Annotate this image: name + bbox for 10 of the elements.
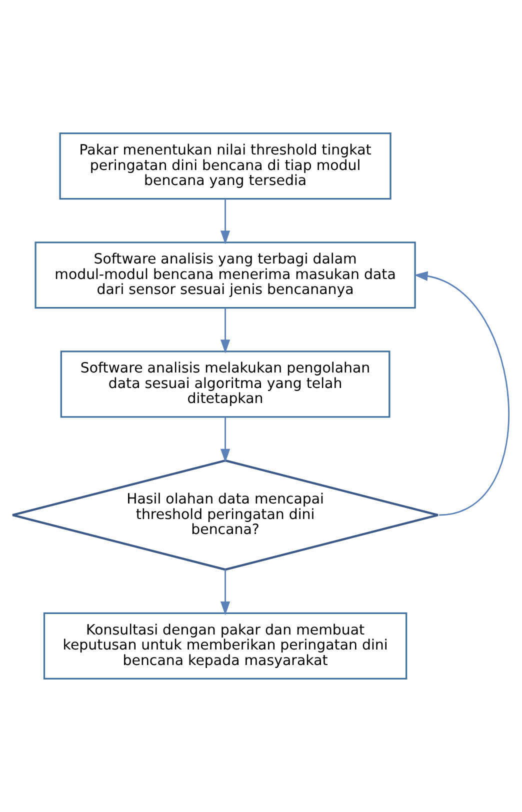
node-box: Konsultasi dengan pakar dan membuat keputusan untuk memberikan peringatan dini bencana kepada masyarakat <box>43 612 408 680</box>
node-box: Software analisis yang terbagi dalam modul-modul bencana menerima masukan data dari sensor sesuai jenis bencananya <box>34 242 416 309</box>
node-box: Pakar menentukan nilai threshold tingkat peringatan dini bencana di tiap modul bencana yang tersedia <box>59 132 392 200</box>
arrow <box>220 308 230 354</box>
arrow <box>220 198 230 244</box>
arrow <box>414 271 510 516</box>
arrow <box>220 417 230 463</box>
node-box: Software analisis melakukan pengolahan data sesuai algoritma yang telah ditetapkan <box>60 350 390 418</box>
arrow <box>220 570 230 616</box>
node-diamond: Hasil olahan data mencapai threshold peringatan dini bencana? <box>12 459 440 571</box>
